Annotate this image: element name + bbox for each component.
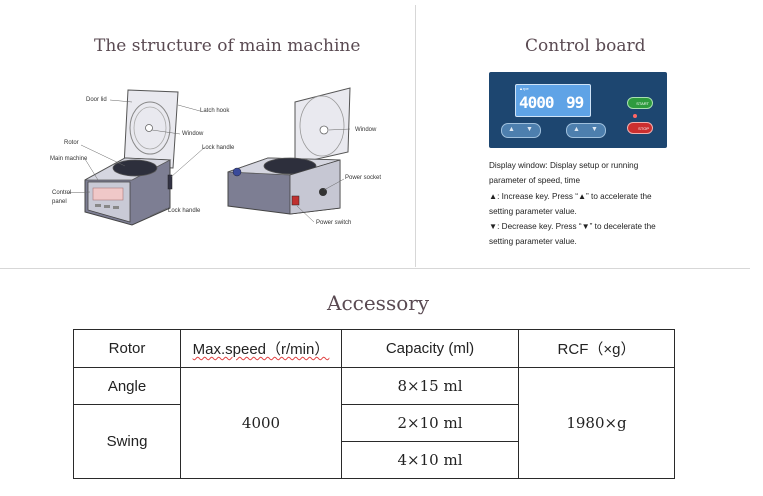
callout-rotor: Rotor (64, 140, 79, 146)
description-line-3: ▲: Increase key. Press “▲” to accelerate… (489, 192, 652, 201)
rcf-value: 1980×g (518, 367, 675, 479)
machine-diagram (65, 87, 351, 226)
structure-title: The structure of main machine (94, 36, 361, 56)
table-row: Angle 4000 8×15 ml 1980×g (73, 367, 675, 479)
rotor-angle: Angle (73, 367, 181, 405)
header-max-speed-label: Max.speed（r/min） (192, 341, 330, 358)
callout-window-right: Window (355, 127, 377, 133)
description-line-6: setting parameter value. (489, 237, 577, 246)
description-line-5: ▼: Decrease key. Press “▼” to decelerate… (489, 222, 656, 231)
speed-up-key[interactable]: ▲ (508, 126, 515, 133)
header-rcf: RCF（×g） (518, 329, 675, 368)
lcd-speed: 4000 (519, 93, 555, 112)
callout-panel: panel (52, 199, 67, 205)
capacity-2: 2×10 ml (341, 404, 519, 442)
horizontal-divider (0, 268, 750, 269)
callout-power-switch: Power switch (316, 220, 352, 226)
header-max-speed: Max.speed（r/min） (180, 329, 342, 368)
callout-lock-handle-top: Lock handle (202, 145, 235, 151)
indicator-light (633, 114, 637, 118)
speed-keypad: ▲ ▼ (501, 123, 541, 138)
header-capacity: Capacity (ml) (341, 329, 519, 368)
accessory-table: Rotor Max.speed（r/min） Capacity (ml) RCF… (73, 329, 675, 479)
description-line-4: setting parameter value. (489, 207, 577, 216)
control-board-title: Control board (525, 36, 646, 56)
time-down-key[interactable]: ▼ (591, 126, 598, 133)
callout-window-left: Window (182, 131, 204, 137)
description-line-2: parameter of speed, time (489, 176, 581, 185)
callout-door-lid: Door lid (86, 97, 107, 103)
header-rotor: Rotor (73, 329, 181, 368)
lcd-display: ▲rpe 4000 99 (515, 84, 591, 117)
max-speed-value: 4000 (180, 367, 342, 479)
capacity-1: 8×15 ml (341, 367, 519, 405)
machine-right-illustration (227, 87, 351, 215)
lcd-brand: ▲rpe (519, 86, 529, 91)
callout-leaders (65, 99, 351, 223)
stop-button-label: STOP (638, 126, 649, 131)
description-line-1: Display window: Display setup or running (489, 161, 639, 170)
time-up-key[interactable]: ▲ (573, 126, 580, 133)
callout-lock-handle-bottom: Lock handle (168, 208, 201, 214)
start-button[interactable]: START (627, 97, 653, 109)
time-keypad: ▲ ▼ (566, 123, 606, 138)
lcd-time: 99 (566, 93, 584, 112)
capacity-3: 4×10 ml (341, 441, 519, 479)
table-row: 4×10 ml (74, 441, 675, 479)
speed-down-key[interactable]: ▼ (526, 126, 533, 133)
callout-main-machine: Main machine (50, 156, 88, 162)
callout-power-socket: Power socket (345, 175, 382, 181)
rotor-swing: Swing (73, 404, 181, 479)
table-header-row: Rotor Max.speed（r/min） Capacity (ml) RCF… (73, 329, 675, 368)
start-button-label: START (636, 101, 649, 106)
accessory-title: Accessory (327, 291, 430, 315)
callout-latch-hook: Latch hook (200, 108, 230, 114)
table-row: Swing 2×10 ml (73, 404, 675, 479)
machine-left-illustration (84, 89, 179, 226)
callout-control: Control (52, 190, 72, 196)
stop-button[interactable]: STOP (627, 122, 653, 134)
vertical-divider (415, 5, 416, 267)
